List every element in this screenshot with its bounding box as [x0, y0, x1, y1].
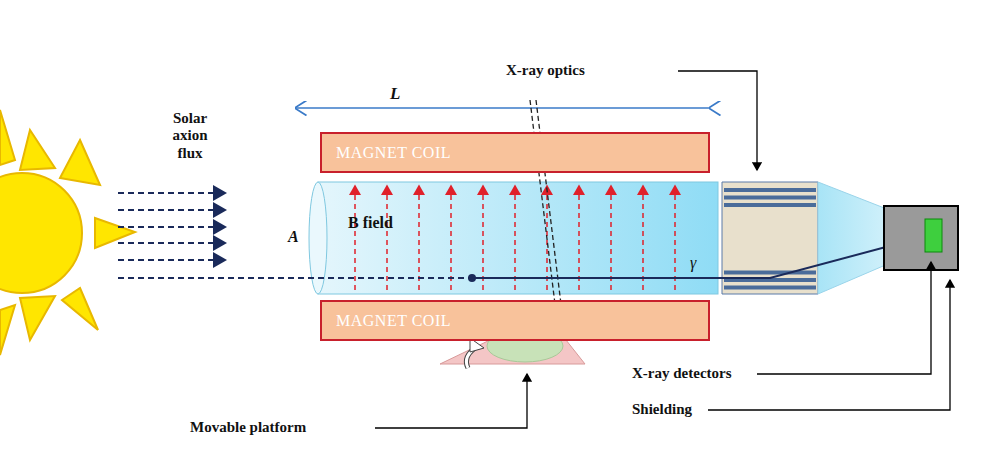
mirror-shell: [724, 188, 816, 192]
callout-label: X-ray optics: [506, 62, 585, 79]
field-line: [610, 186, 612, 290]
coil-label: MAGNET COIL: [336, 312, 451, 330]
coil-label: MAGNET COIL: [336, 144, 451, 162]
mirror-shell: [724, 196, 816, 200]
field-line: [354, 186, 356, 290]
magnet-coil: MAGNET COIL: [320, 300, 710, 341]
sun: [0, 110, 135, 355]
field-lines: [355, 186, 675, 290]
axion-arrows: [118, 193, 225, 260]
photon-path: [118, 236, 927, 282]
field-label: B field: [348, 214, 393, 232]
mirror-shell: [724, 271, 816, 275]
field-line: [482, 186, 484, 290]
magnet-coil: MAGNET COIL: [320, 132, 710, 173]
callout-label: Movable platform: [190, 419, 306, 436]
flux-label: Solar axion flux: [160, 110, 220, 162]
field-line: [578, 186, 580, 290]
leader-lines: [375, 71, 950, 428]
callout-label: X-ray detectors: [632, 365, 732, 382]
area-label: A: [288, 228, 299, 246]
detector: [884, 206, 958, 270]
field-line: [514, 186, 516, 290]
mirror-shell: [724, 286, 816, 290]
field-line: [674, 186, 676, 290]
field-line: [386, 186, 388, 290]
photon-label: γ: [690, 254, 696, 272]
length-label: L: [390, 84, 400, 104]
field-line: [418, 186, 420, 290]
callout-label: Shielding: [632, 401, 692, 418]
mirror-shell: [724, 203, 816, 207]
field-line: [450, 186, 452, 290]
field-line: [642, 186, 644, 290]
length-arrow: [296, 107, 710, 109]
